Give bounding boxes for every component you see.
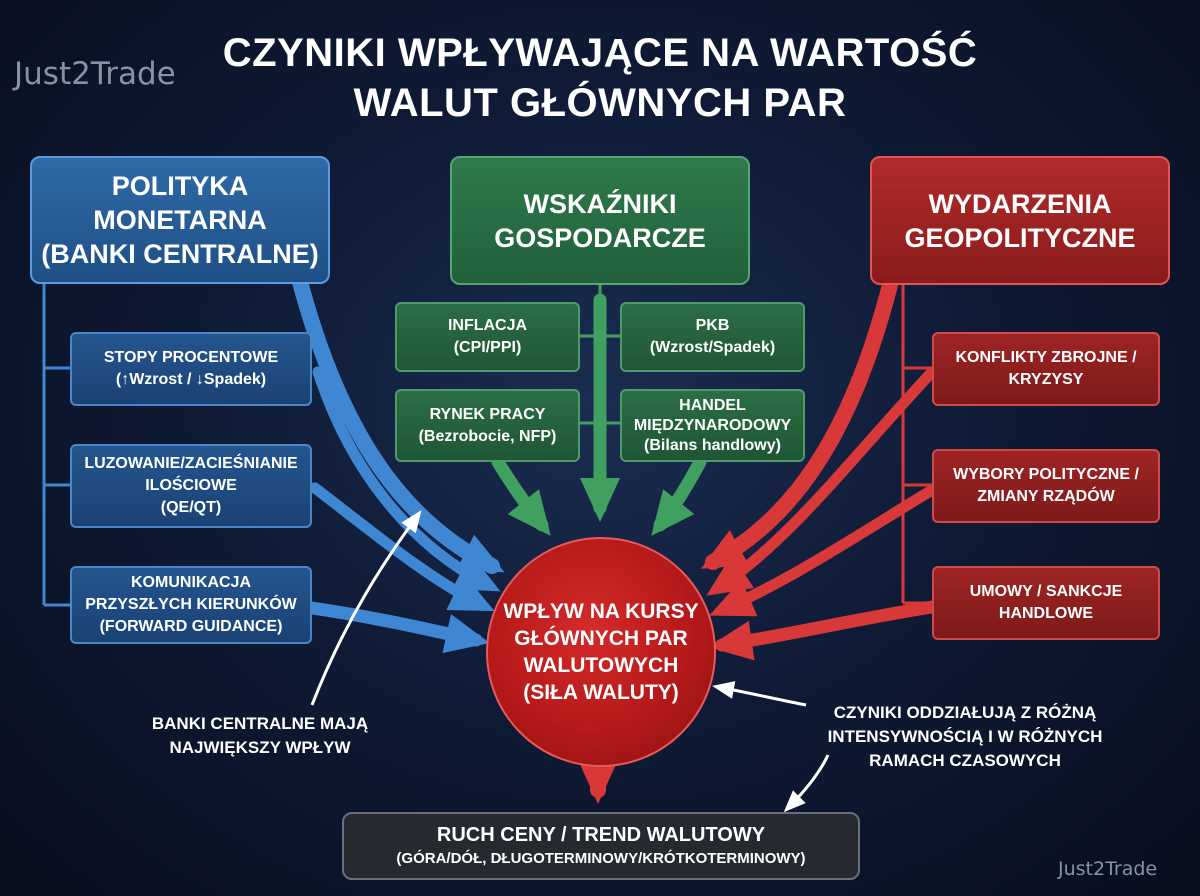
note-arrows	[310, 510, 830, 813]
note-central-banks: BANKI CENTRALNE MAJĄ NAJWIĘKSZY WPŁYW	[110, 712, 410, 760]
price-trend-subtitle: (GÓRA/DÓŁ, DŁUGOTERMINOWY/KRÓTKOTERMINOW…	[396, 850, 806, 867]
economic-indicators-header: WSKAŹNIKI GOSPODARCZE	[450, 156, 750, 285]
monetary-item-qe-qt: LUZOWANIE/ZACIEŚNIANIE ILOŚCIOWE (QE/QT)	[70, 444, 312, 528]
note-right-line-2: INTENSYWNOŚCIĄ I W RÓŻNYCH	[827, 727, 1103, 746]
note-right-line-3: RAMACH CZASOWYCH	[869, 751, 1061, 770]
geopolitical-title-2: GEOPOLITYCZNE	[904, 222, 1136, 253]
monetary-item-forward-guidance: KOMUNIKACJA PRZYSZŁYCH KIERUNKÓW (FORWAR…	[70, 566, 312, 644]
center-impact-circle: WPŁYW NA KURSY GŁÓWNYCH PAR WALUTOWYCH (…	[486, 537, 716, 767]
note-right-line-1: CZYNIKI ODDZIAŁUJĄ Z RÓŻNĄ	[833, 703, 1097, 722]
geopolitical-title-1: WYDARZENIA	[928, 188, 1112, 219]
monetary-item-1-line-1: STOPY PROCENTOWE	[103, 349, 279, 366]
note-left-line-2: NAJWIĘKSZY WPŁYW	[169, 738, 351, 757]
economic-item-2-line-2: (Wzrost/Spadek)	[649, 339, 776, 356]
monetary-item-interest-rates: STOPY PROCENTOWE (↑Wzrost / ↓Spadek)	[70, 332, 312, 406]
economic-item-1-line-2: (CPI/PPI)	[453, 339, 522, 356]
monetary-item-1-line-2: (↑Wzrost / ↓Spadek)	[115, 371, 267, 388]
monetary-item-2-line-1: LUZOWANIE/ZACIEŚNIANIE	[84, 455, 298, 472]
geopolitical-bracket	[901, 285, 932, 605]
center-line-3: WALUTOWYCH	[523, 654, 679, 677]
center-line-1: WPŁYW NA KURSY	[503, 600, 699, 623]
watermark-logo-bottom: Just2Trade	[1058, 858, 1158, 880]
monetary-title-2: MONETARNA	[93, 205, 267, 235]
monetary-title-1: POLITYKA	[111, 171, 249, 201]
page-title-line-2: WALUT GŁÓWNYCH PAR	[353, 81, 847, 125]
economic-item-3-line-1: RYNEK PRACY	[429, 405, 546, 423]
monetary-bracket	[42, 282, 70, 607]
price-trend-title: RUCH CENY / TREND WALUTOWY	[436, 824, 766, 846]
geopolitical-item-2-line-2: ZMIANY RZĄDÓW	[977, 488, 1115, 505]
geopolitical-item-3-line-1: UMOWY / SANKCJE	[969, 583, 1123, 600]
economic-item-1-line-1: INFLACJA	[447, 317, 528, 334]
note-factors-intensity: CZYNIKI ODDZIAŁUJĄ Z RÓŻNĄ INTENSYWNOŚCI…	[795, 701, 1135, 773]
center-line-4: (SIŁA WALUTY)	[523, 681, 679, 704]
economic-item-4-line-2: MIĘDZYNARODOWY	[633, 416, 792, 434]
economic-item-inflation: INFLACJA (CPI/PPI)	[395, 302, 580, 372]
monetary-item-2-line-2: ILOŚCIOWE	[145, 477, 237, 494]
center-line-2: GŁÓWNYCH PAR	[514, 627, 688, 650]
monetary-item-3-line-3: (FORWARD GUIDANCE)	[99, 618, 283, 635]
geopolitical-item-conflicts: KONFLIKTY ZBROJNE / KRYZYSY	[932, 332, 1160, 406]
page-title: CZYNIKI WPŁYWAJĄCE NA WARTOŚĆ WALUT GŁÓW…	[0, 28, 1200, 128]
economic-title-2: GOSPODARCZE	[494, 222, 706, 253]
geopolitical-arrows	[578, 277, 939, 804]
economic-item-4-line-1: HANDEL	[679, 396, 746, 414]
economic-item-gdp: PKB (Wzrost/Spadek)	[620, 302, 805, 372]
geopolitical-item-trade-agreements: UMOWY / SANKCJE HANDLOWE	[932, 566, 1160, 640]
monetary-item-3-line-1: KOMUNIKACJA	[131, 574, 251, 591]
economic-item-3-line-2: (Bezrobocie, NFP)	[418, 427, 557, 445]
geopolitical-item-1-line-1: KONFLIKTY ZBROJNE /	[955, 349, 1137, 366]
geopolitical-item-1-line-2: KRYZYSY	[1008, 371, 1084, 388]
economic-item-labor-market: RYNEK PRACY (Bezrobocie, NFP)	[395, 389, 580, 462]
geopolitical-events-header: WYDARZENIA GEOPOLITYCZNE	[870, 156, 1170, 285]
monetary-item-2-line-3: (QE/QT)	[160, 499, 222, 516]
geopolitical-item-3-line-2: HANDLOWE	[998, 605, 1094, 622]
watermark-logo-top: Just2Trade	[14, 56, 176, 92]
monetary-arrows	[292, 274, 505, 654]
economic-item-4-line-3: (Bilans handlowy)	[644, 436, 781, 454]
geopolitical-item-elections: WYBORY POLITYCZNE / ZMIANY RZĄDÓW	[932, 449, 1160, 523]
page-title-line-1: CZYNIKI WPŁYWAJĄCE NA WARTOŚĆ	[222, 31, 978, 75]
monetary-policy-header: POLITYKA MONETARNA (BANKI CENTRALNE)	[30, 156, 330, 284]
economic-title-1: WSKAŹNIKI	[523, 188, 677, 219]
economic-item-international-trade: HANDEL MIĘDZYNARODOWY (Bilans handlowy)	[620, 389, 805, 462]
price-trend-box: RUCH CENY / TREND WALUTOWY (GÓRA/DÓŁ, DŁ…	[342, 812, 860, 880]
economic-arrows	[491, 293, 707, 536]
economic-item-2-line-1: PKB	[695, 317, 730, 334]
monetary-title-3: (BANKI CENTRALNE)	[41, 239, 319, 269]
note-left-line-1: BANKI CENTRALNE MAJĄ	[151, 714, 369, 733]
monetary-item-3-line-2: PRZYSZŁYCH KIERUNKÓW	[85, 596, 297, 613]
geopolitical-item-2-line-1: WYBORY POLITYCZNE /	[953, 466, 1139, 483]
